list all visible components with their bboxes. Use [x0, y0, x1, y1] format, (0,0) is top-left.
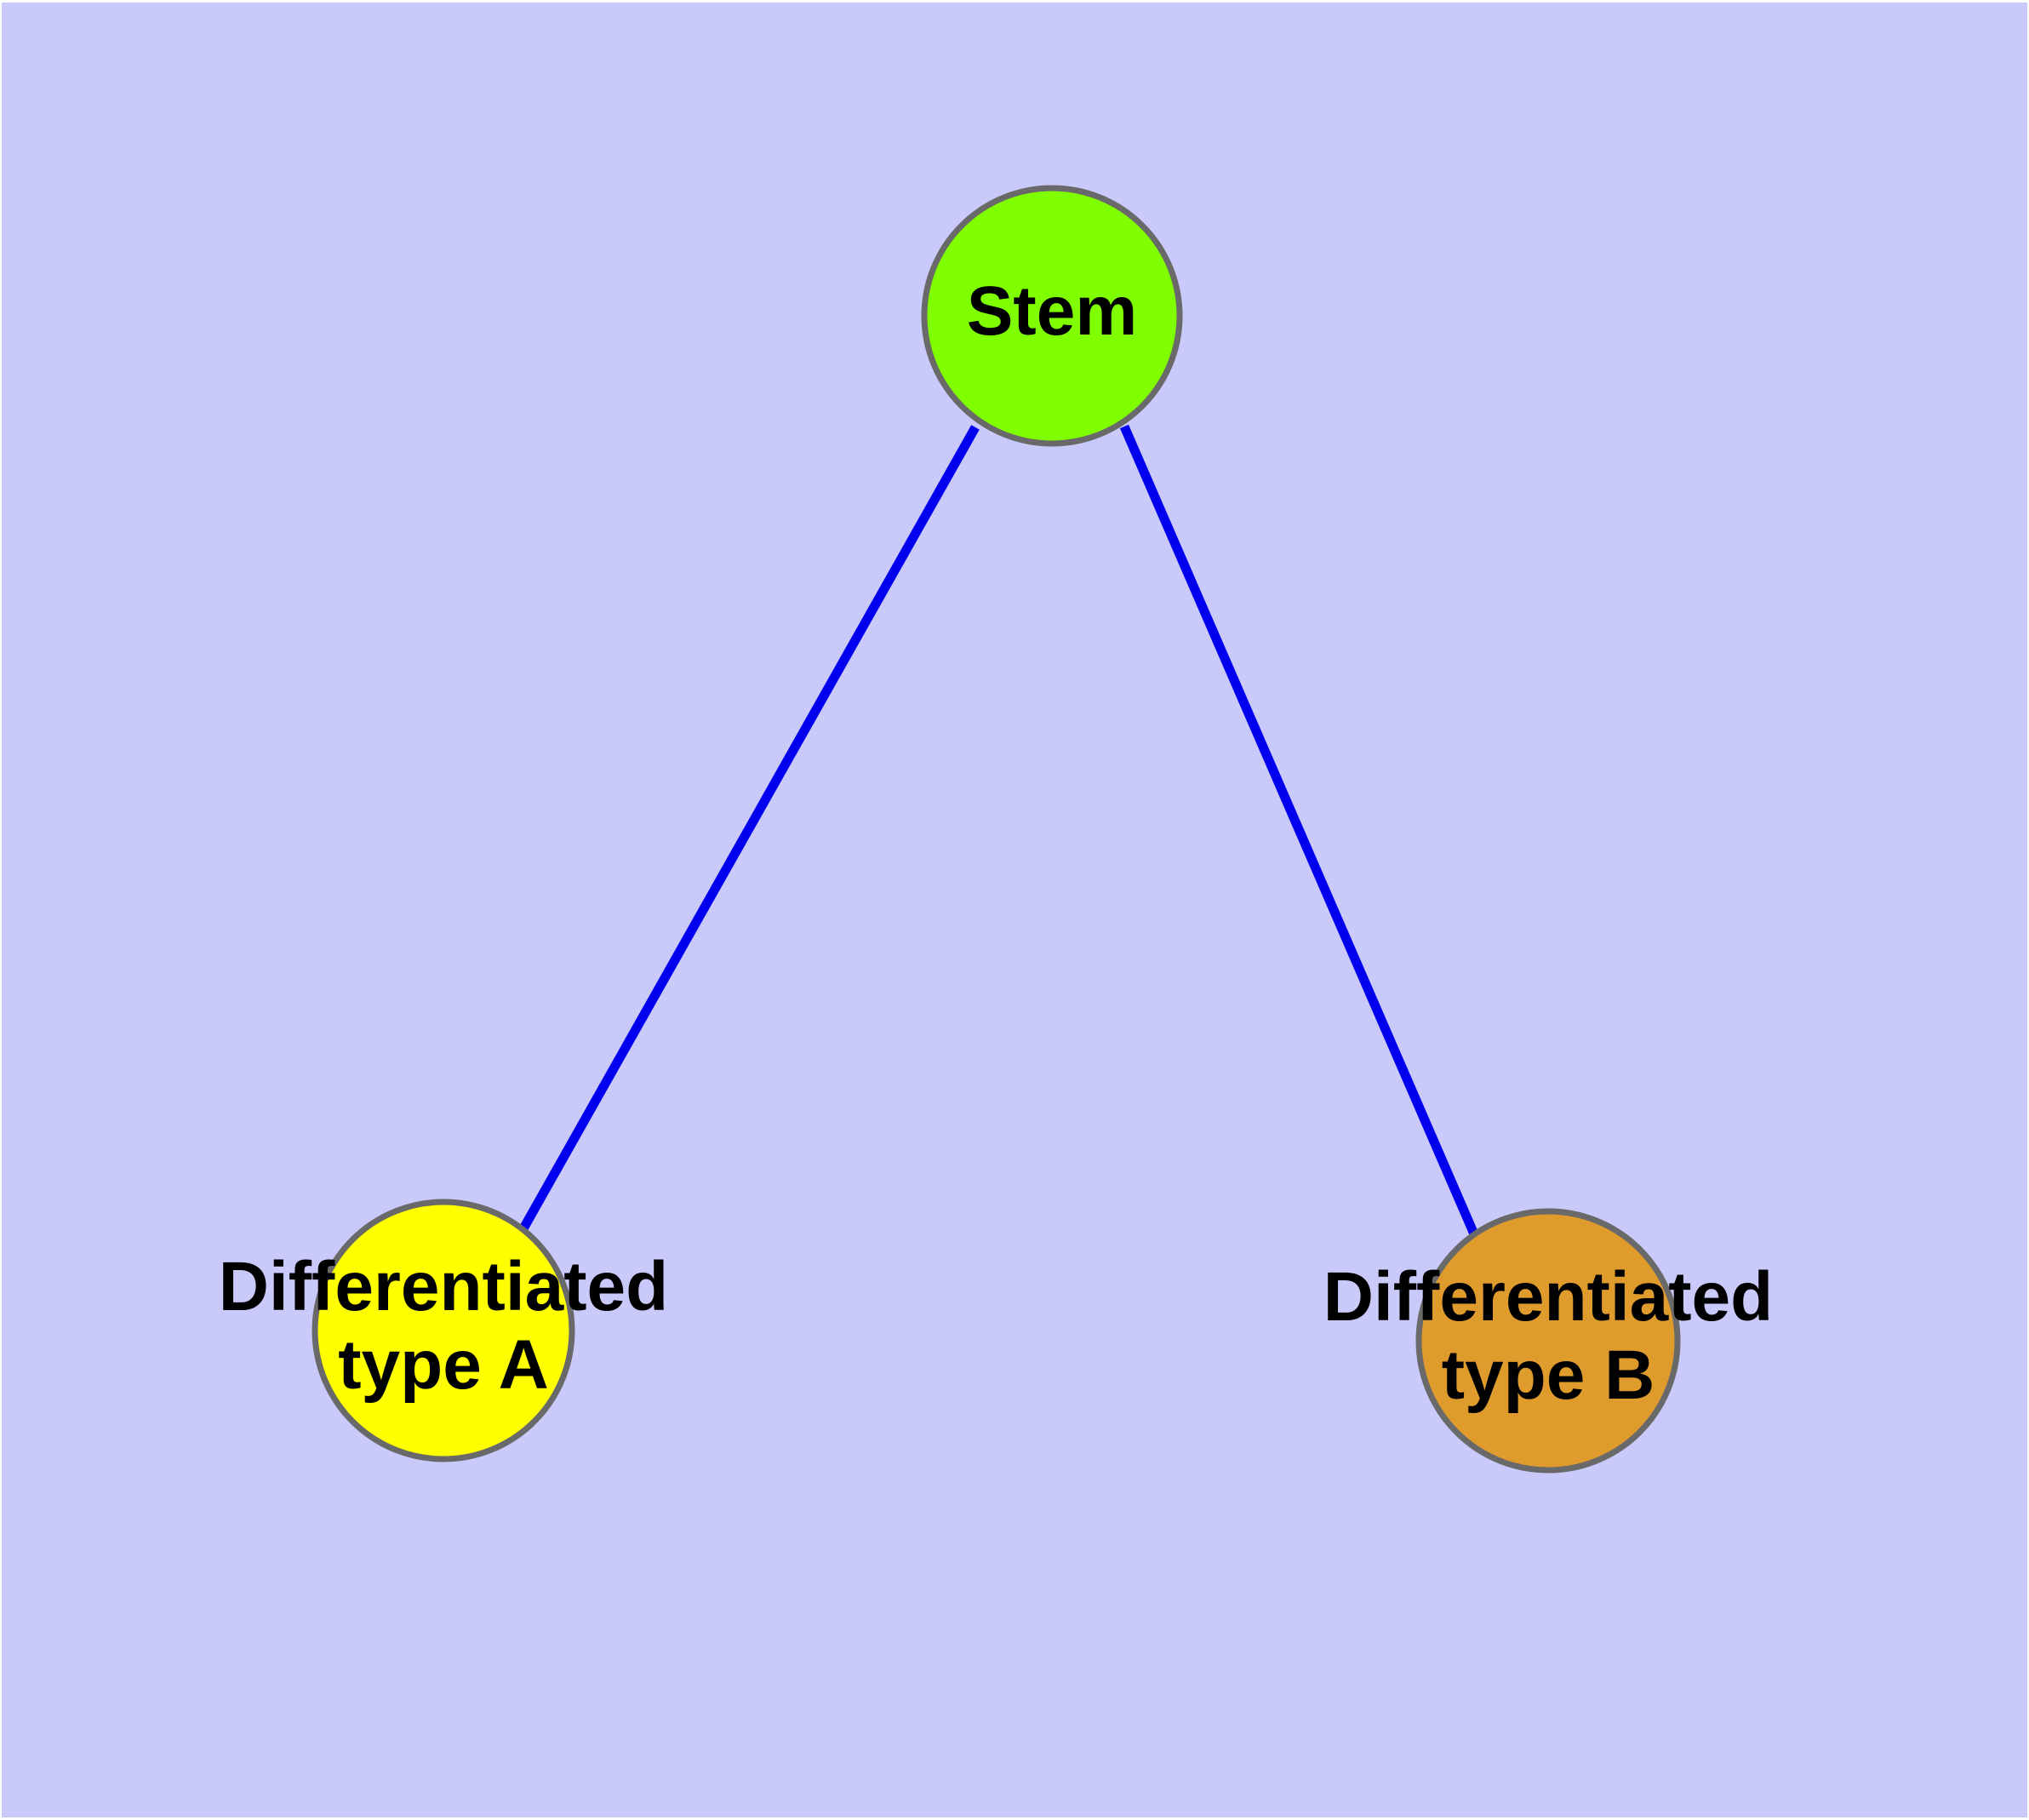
node-circle-layer — [311, 185, 1681, 1474]
node-label-line: type A — [338, 1326, 549, 1404]
node-label-line: Differentiated — [219, 1248, 669, 1325]
edge-stem-to-diff-b[interactable] — [1119, 424, 1480, 1239]
node-label-line: Stem — [967, 272, 1138, 350]
edge-stem-to-diff-a[interactable] — [518, 425, 980, 1233]
node-label-line: type B — [1442, 1336, 1655, 1414]
node-diff-a-circle[interactable] — [311, 1199, 575, 1462]
node-diff-b-circle[interactable] — [1415, 1208, 1681, 1474]
node-stem-label: Stem — [967, 272, 1138, 350]
edge-layer — [518, 424, 1480, 1239]
node-stem-circle[interactable] — [921, 185, 1183, 447]
node-label-line: Differentiated — [1323, 1258, 1774, 1336]
